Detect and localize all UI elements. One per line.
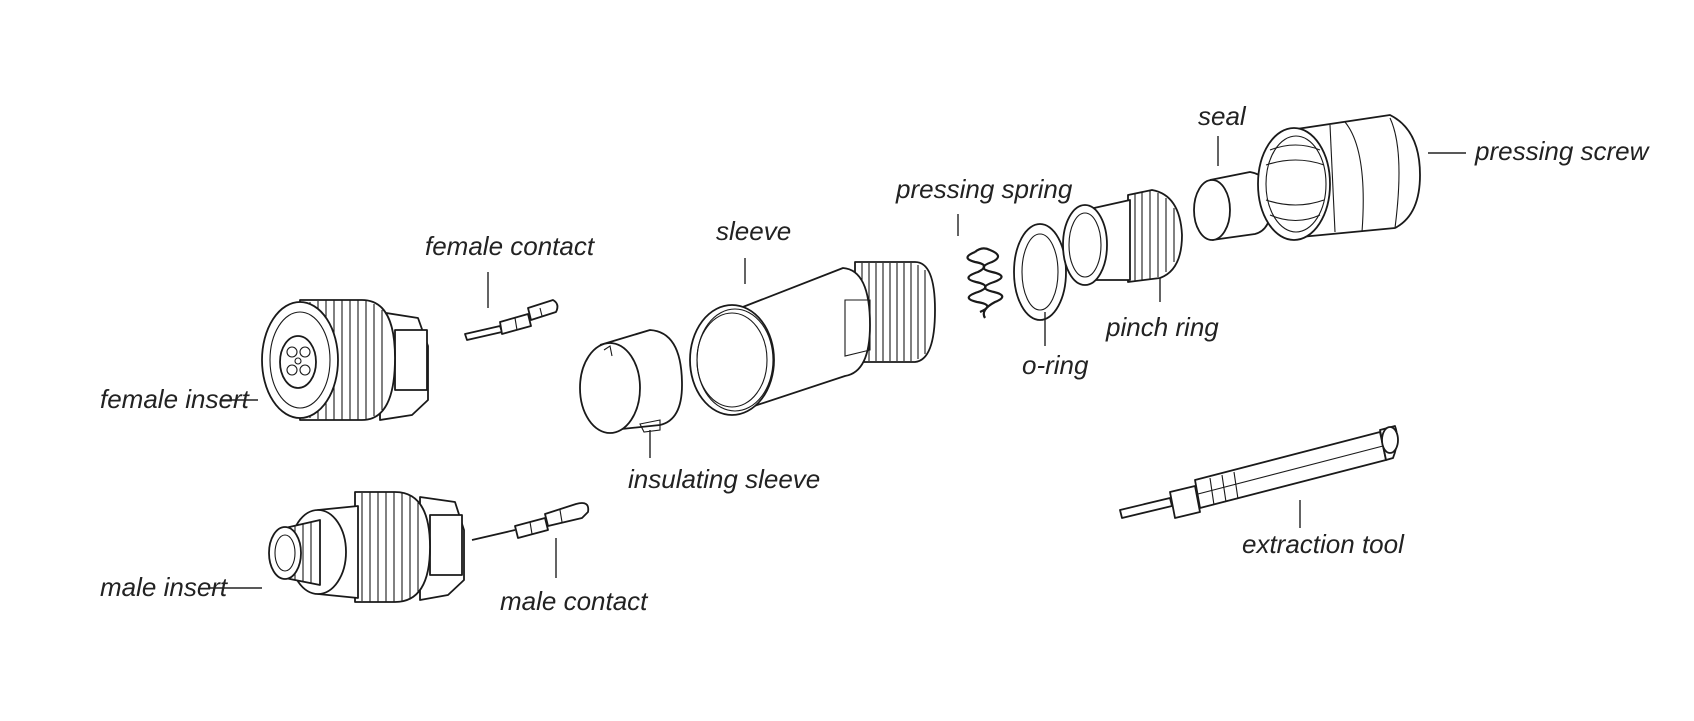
male-insert-part	[268, 491, 465, 603]
male-contact-label: male contact	[500, 586, 649, 616]
sleeve-label: sleeve	[716, 216, 791, 246]
female-contact-label: female contact	[425, 231, 596, 261]
insulating-sleeve-label: insulating sleeve	[628, 464, 820, 494]
female-insert-label: female insert	[100, 384, 251, 414]
male-contact-part	[471, 502, 590, 541]
o-ring-part	[1013, 223, 1067, 321]
pressing-screw-part	[1257, 114, 1421, 241]
female-insert-part	[261, 299, 429, 421]
o-ring-label: o-ring	[1022, 350, 1089, 380]
extraction-tool-part	[1119, 425, 1399, 519]
sleeve-part	[689, 261, 936, 416]
female-contact-part	[464, 299, 559, 341]
pinch-ring-label: pinch ring	[1105, 312, 1219, 342]
male-insert-label: male insert	[100, 572, 229, 602]
pressing-spring-label: pressing spring	[895, 174, 1073, 204]
insulating-sleeve-part	[579, 329, 683, 434]
seal-label: seal	[1198, 101, 1247, 131]
pressing-screw-label: pressing screw	[1474, 136, 1651, 166]
pressing-spring-part	[966, 247, 1004, 319]
pinch-ring-part	[1062, 189, 1183, 286]
extraction-tool-label: extraction tool	[1242, 529, 1405, 559]
seal-part	[1193, 171, 1273, 241]
